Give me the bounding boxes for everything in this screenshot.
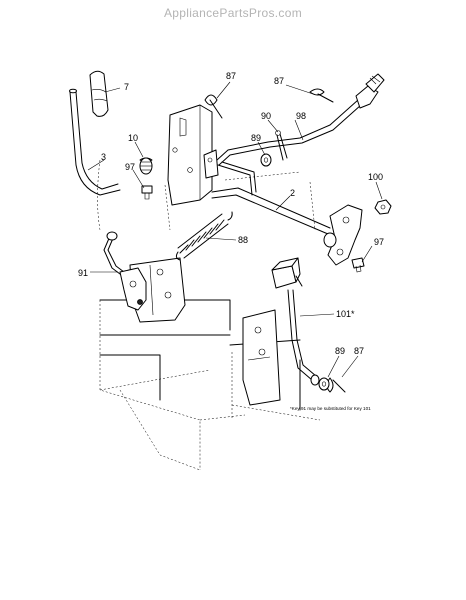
callout-98: 98 [296,111,306,121]
callout-2: 2 [290,188,295,198]
handle-grip [89,70,109,117]
callout-3: 3 [101,152,106,162]
bolt-right [351,257,365,273]
hex-nut [374,199,392,215]
upper-bracket-plate [167,104,219,206]
callout-91: 91 [78,268,88,278]
leader-lines [87,81,383,378]
callout-89-lower: 89 [335,346,345,356]
hairpin-clip-top [204,94,223,119]
washer-upper [260,153,272,167]
cotter-pin [275,130,288,161]
callout-87-right: 87 [274,76,284,86]
washer-lower [318,377,330,391]
callout-97-upper: 97 [125,162,135,172]
callout-88: 88 [238,235,248,245]
chassis-frame [97,159,321,471]
lift-link-left [103,231,147,311]
callout-101: 101* [336,309,355,319]
bolt-upper [141,185,153,200]
lift-link-alternate [271,257,320,386]
substitution-note: *Key 91 may be substituted for Key 101 [290,406,371,411]
callout-100: 100 [368,172,383,182]
hairpin-clip-lower [326,377,346,393]
callout-10: 10 [128,133,138,143]
callout-90: 90 [261,111,271,121]
watermark-text: AppliancePartsPros.com [164,6,302,20]
callout-labels: 7 87 87 10 3 97 90 89 98 2 100 88 97 91 … [78,71,384,411]
lift-handle-rod [69,88,121,196]
callout-97-right: 97 [374,237,384,247]
callout-87-lower: 87 [354,346,364,356]
right-mount-bracket [242,309,281,406]
adjustment-rod [216,73,385,166]
callout-87-top: 87 [226,71,236,81]
lift-arm-right [323,204,363,266]
torsion-spring [139,157,153,175]
extension-spring [175,211,233,261]
callout-89-upper: 89 [251,133,261,143]
lift-shaft [211,161,331,235]
callout-7: 7 [124,82,129,92]
hairpin-clip-right [309,88,334,103]
